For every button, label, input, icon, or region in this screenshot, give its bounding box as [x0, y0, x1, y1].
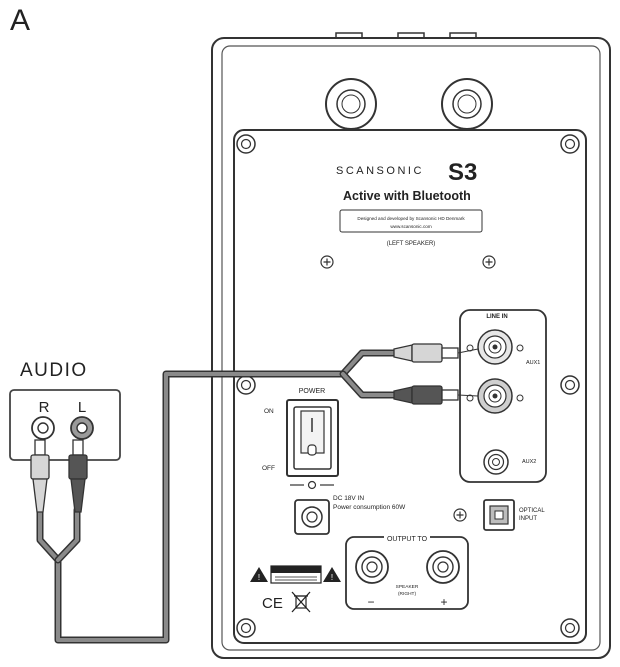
power-switch[interactable]	[286, 399, 339, 477]
line-in-label: LINE IN	[486, 314, 507, 320]
design-note: Designed and developed by Scansonic HD D…	[357, 216, 465, 221]
rca-plug-white-speaker[interactable]	[393, 343, 479, 363]
output-terminal-plus[interactable]	[426, 550, 460, 584]
website: www.scansonic.com	[390, 224, 432, 229]
caution-label: CAUTION	[270, 565, 322, 584]
brand-name: SCANSONIC	[336, 165, 424, 177]
weee-bin-icon	[291, 591, 311, 613]
audio-source-title: AUDIO	[20, 360, 88, 381]
dc-in-label: DC 18V IN	[333, 495, 364, 502]
source-jack-right[interactable]	[31, 416, 55, 440]
rca-plug-red-speaker[interactable]	[393, 385, 479, 405]
svg-text:CAUTION: CAUTION	[283, 568, 308, 574]
dc-symbol	[290, 480, 334, 490]
source-right-label: R	[39, 399, 50, 416]
source-jack-left[interactable]	[70, 416, 94, 440]
dc-input-jack[interactable]	[294, 499, 330, 535]
ce-mark: CE	[262, 595, 283, 612]
bass-port-right	[441, 78, 493, 130]
rca-plug-red-source[interactable]	[68, 439, 88, 513]
audio-source-box	[9, 389, 121, 461]
aux1-jack-left[interactable]	[477, 378, 513, 414]
aux1-label: AUX1	[526, 360, 540, 366]
svg-text:!: !	[258, 573, 260, 582]
speaker-side: (LEFT SPEAKER)	[387, 241, 436, 247]
switch-off-label: OFF	[262, 465, 275, 472]
model-name: S3	[448, 159, 477, 186]
warning-triangle-icon: !	[250, 567, 268, 582]
output-side-label: (RIGHT)	[398, 591, 417, 597]
optical-label-2: INPUT	[519, 516, 537, 522]
output-speaker-label: SPEAKER	[396, 584, 419, 590]
aux2-label: AUX2	[522, 459, 536, 465]
optical-input-port[interactable]	[483, 499, 515, 531]
aux1-jack-right[interactable]	[477, 329, 513, 365]
warning-triangle-icon: !	[323, 567, 341, 582]
power-consumption: Power consumption 60W	[333, 504, 406, 511]
output-to-label: OUTPUT TO	[387, 536, 428, 543]
switch-on-label: ON	[264, 408, 274, 415]
bass-port-left	[325, 78, 377, 130]
output-minus: −	[367, 595, 374, 609]
source-left-label: L	[78, 399, 86, 416]
speaker-subtitle: Active with Bluetooth	[343, 189, 471, 203]
design-note-box: Designed and developed by Scansonic HD D…	[339, 209, 483, 233]
output-terminal-minus[interactable]	[355, 550, 389, 584]
power-label: POWER	[299, 388, 325, 395]
output-plus: +	[440, 595, 447, 609]
rca-cable	[36, 349, 400, 644]
rca-plug-white-source[interactable]	[30, 439, 50, 513]
optical-label-1: OPTICAL	[519, 508, 545, 514]
aux2-jack[interactable]	[483, 449, 509, 475]
svg-text:!: !	[331, 573, 333, 582]
figure-label: A	[10, 4, 30, 37]
